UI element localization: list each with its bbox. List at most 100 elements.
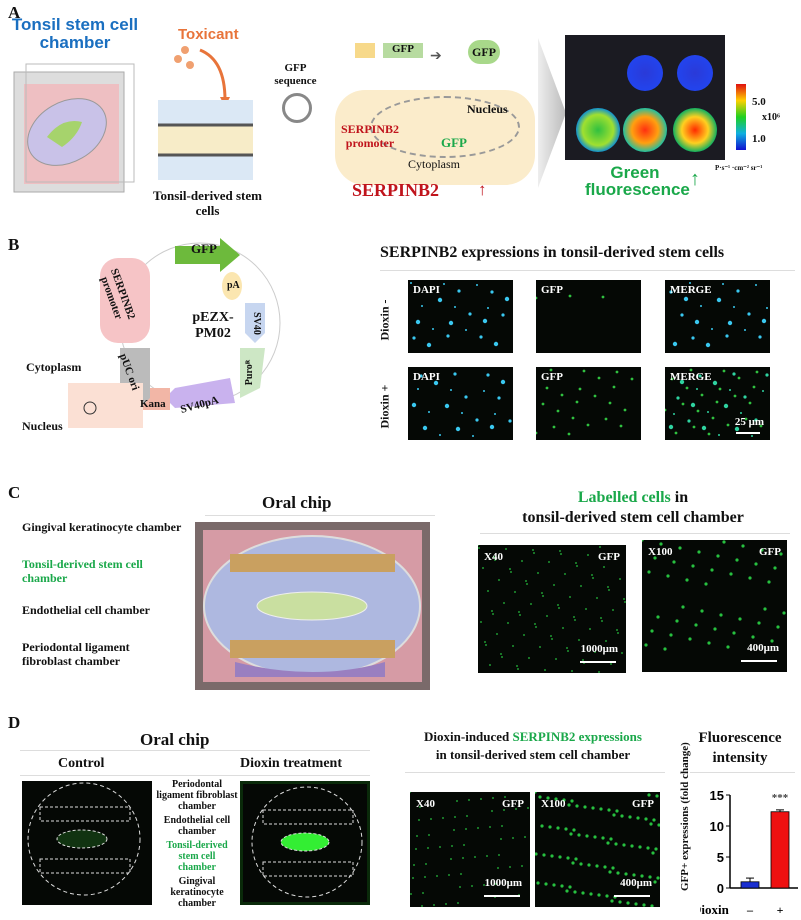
bar-dioxin-plus: [770, 811, 790, 889]
scale-bar: [484, 895, 520, 897]
micrograph-merge-row2: MERGE 25 μm: [665, 367, 770, 440]
scale-label: 1000μm: [580, 643, 618, 655]
micrograph-gfp-row1: GFP: [536, 280, 641, 353]
channel-label: DAPI: [413, 371, 440, 383]
promoter-block: [355, 43, 375, 58]
gfp-image-x40: X40 GFP 1000μm: [478, 545, 626, 673]
magnification-label: X100: [648, 546, 673, 558]
plasmid-element-puro: Puroᴿ: [244, 359, 256, 386]
plasmid-map: [68, 238, 281, 428]
promoter-label: SERPINB2 promoter: [340, 122, 399, 150]
micrograph-dapi-row2: DAPI: [408, 367, 513, 440]
x-axis-label: Dioxin: [700, 902, 730, 917]
scale-bar: [736, 432, 760, 434]
colorbar-low: 1.0: [752, 133, 766, 145]
cytoplasm-label: Cytoplasm: [408, 157, 461, 171]
y-tick-label: 10: [710, 819, 724, 834]
nucleus-outline: [370, 96, 520, 158]
plasmid-element-sv40: SV40: [250, 312, 262, 335]
title-green: Labelled cells: [577, 489, 671, 506]
panel-c-label: C: [8, 483, 21, 502]
magnification-label: X100: [541, 798, 566, 810]
mid-title-a: Dioxin-induced: [424, 729, 513, 744]
nucleus-label-b: Nucleus: [22, 419, 63, 433]
colorbar-unit: x10⁶: [762, 112, 780, 123]
channel-label: GFP: [759, 546, 781, 558]
plasmid-element-kana: Kana: [140, 398, 166, 410]
significance-annotation: ***: [772, 792, 789, 804]
tonsil-cells-label: Tonsil-derived stem cells: [153, 188, 262, 218]
channel-label: DAPI: [413, 284, 440, 296]
colorbar: [736, 84, 746, 150]
chamber-box-illustration: [12, 62, 137, 197]
plasmid-element-gfp: GFP: [191, 241, 217, 256]
dioxin-chip-image: [240, 781, 370, 905]
panel-c-chip-title: Oral chip: [262, 493, 332, 512]
channel-label: MERGE: [670, 284, 712, 296]
gfp-image-x100: X100 GFP 400μm: [642, 540, 787, 672]
green-fluorescence-label: Green fluorescence: [585, 163, 690, 199]
scale-bar: [741, 660, 777, 662]
gfp-protein: GFP: [468, 40, 500, 64]
bar-dioxin-minus: [740, 881, 760, 889]
panel-d-label: D: [8, 713, 21, 732]
fluorescence-plate-image: [565, 35, 725, 160]
channel-label: GFP: [598, 551, 620, 563]
gfp-image-x100: X100 GFP 400μm: [535, 792, 660, 907]
arrow-right-icon: ➔: [430, 49, 442, 64]
d-label-tonsil: Tonsil-derived stem cell chamber: [166, 840, 228, 873]
control-chip-image: [22, 781, 152, 905]
colorbar-high: 5.0: [752, 96, 766, 108]
row-label-dioxin-minus: Dioxin -: [377, 299, 392, 341]
magnification-label: X40: [416, 798, 435, 810]
panel-b-title: SERPINB2 expressions in tonsil-derived s…: [380, 244, 725, 261]
serpinb2-label: SERPINB2: [352, 180, 440, 200]
channel-label: MERGE: [670, 371, 712, 383]
chart-ylabel: GFP+ expressions (fold change): [679, 742, 691, 891]
big-arrow-icon: [538, 38, 566, 188]
mid-title-green: SERPINB2 expressions: [512, 729, 642, 744]
magnification-label: X40: [484, 551, 503, 563]
d-label-endothelial: Endothelial cell chamber: [163, 815, 231, 837]
cytoplasm-label-b: Cytoplasm: [26, 360, 82, 374]
up-arrow-icon: ↑: [478, 180, 487, 199]
nucleus-label: Nucleus: [467, 102, 508, 116]
chip-label-endothelial: Endothelial cell chamber: [22, 603, 150, 617]
micrograph-merge-row1: MERGE: [665, 280, 770, 353]
panel-a-label: A: [8, 3, 21, 22]
channel-label: GFP: [541, 284, 563, 296]
chart-title: Fluorescence intensity: [698, 730, 782, 766]
y-tick-label: 15: [710, 788, 724, 803]
panel-b-label: B: [8, 235, 20, 254]
toxicant-label: Toxicant: [178, 26, 239, 43]
gfp-sequence-label: GFP sequence: [274, 62, 317, 87]
colorbar-units: P·s⁻¹ ·cm⁻² sr⁻¹: [715, 164, 763, 172]
channel-label: GFP: [502, 798, 524, 810]
plasmid-name: pEZX-PM02: [192, 310, 234, 341]
d-label-periodontal: Periodontal ligament fibroblast chamber: [156, 779, 238, 812]
oral-chip-photo: [195, 522, 430, 690]
up-arrow-green-icon: ↑: [690, 168, 700, 190]
plasmid-icon: [282, 93, 312, 123]
channel-label: GFP: [541, 371, 563, 383]
panel-d-chip-title: Oral chip: [140, 730, 210, 749]
scale-bar: [614, 895, 650, 897]
y-tick-label: 5: [717, 850, 724, 865]
chip-label-tonsil: Tonsil-derived stem cell chamber: [22, 557, 143, 585]
micrograph-gfp-row2: GFP: [536, 367, 641, 440]
scale-label: 400μm: [747, 642, 779, 654]
scale-label: 25 μm: [734, 416, 764, 428]
x-tick-label: +: [777, 903, 784, 917]
d-label-gingival: Gingival keratinocyte chamber: [170, 876, 224, 909]
scale-label: 400μm: [620, 877, 652, 889]
scale-label: 1000μm: [484, 877, 522, 889]
treatment-label: Dioxin treatment: [240, 756, 342, 771]
channel-label: GFP: [632, 798, 654, 810]
micrograph-dapi-row1: DAPI: [408, 280, 513, 353]
y-tick-label: 0: [717, 881, 724, 896]
tissue-cube-illustration: [150, 45, 265, 185]
title-line2: tonsil-derived stem cell chamber: [522, 509, 744, 526]
